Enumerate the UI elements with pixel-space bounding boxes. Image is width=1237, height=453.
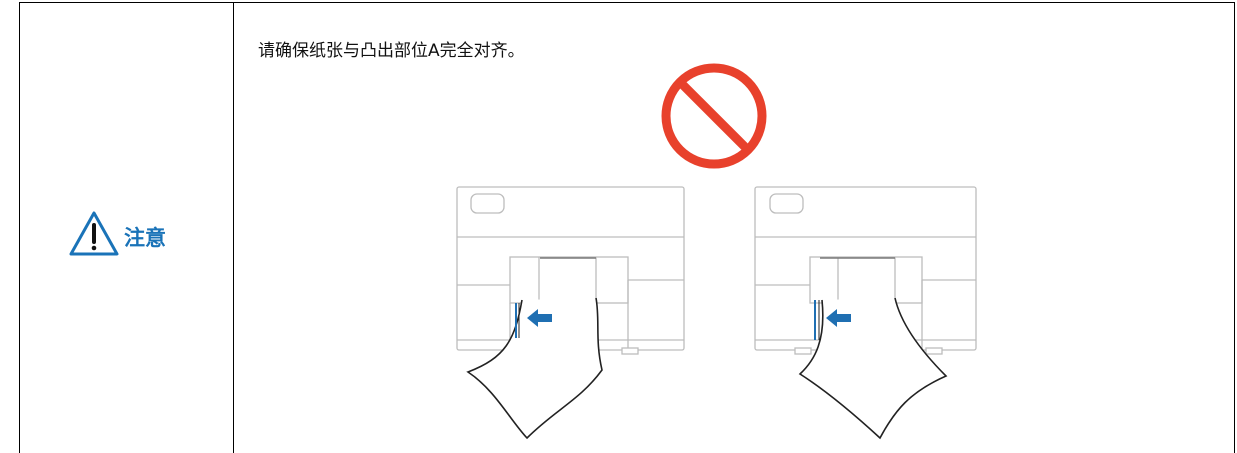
caution-heading: 注意	[68, 210, 166, 258]
warning-triangle-icon	[68, 210, 120, 258]
table-left-border	[19, 2, 20, 453]
caution-label: 注意	[124, 224, 166, 250]
table-top-border	[19, 2, 1235, 3]
instruction-text: 请确保纸张与凸出部位A完全对齐。	[258, 41, 525, 61]
table-right-border	[1234, 2, 1235, 453]
prohibited-icon	[661, 63, 767, 169]
table-column-divider	[233, 2, 234, 453]
arrow-left-icon	[527, 309, 552, 327]
printer-misaligned-right	[754, 186, 977, 440]
arrow-left-icon	[826, 309, 851, 327]
printer-misaligned-left	[456, 186, 685, 440]
